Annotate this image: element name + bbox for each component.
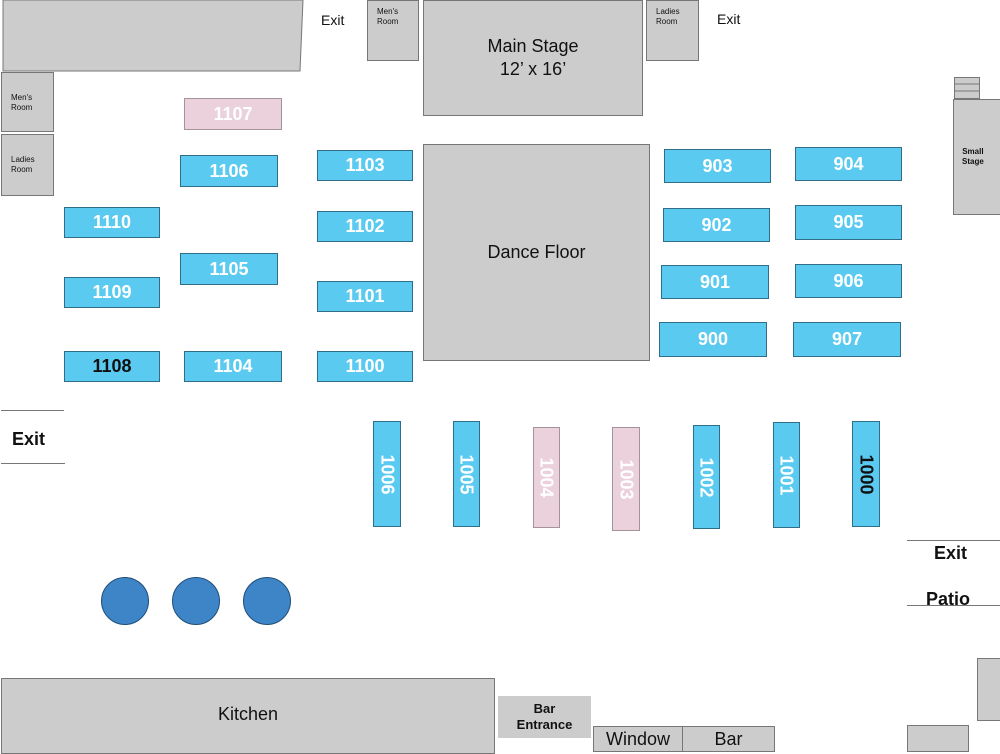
table-1000-label: 1000 xyxy=(856,453,877,495)
round-table-2[interactable] xyxy=(172,577,220,625)
top-left-block xyxy=(2,0,304,72)
table-907-label: 907 xyxy=(831,329,863,349)
table-1108[interactable]: 1108 xyxy=(64,351,160,382)
main-stage-label: Main Stage xyxy=(487,36,579,56)
main-stage-size-label: 12’ x 16’ xyxy=(499,59,567,79)
table-901-label: 901 xyxy=(699,271,731,292)
table-1001[interactable]: 1001 xyxy=(773,422,800,528)
kitchen: Kitchen xyxy=(1,678,495,754)
round-table-3[interactable] xyxy=(243,577,291,625)
table-903-label: 903 xyxy=(702,155,733,176)
round-table-1[interactable] xyxy=(101,577,149,625)
table-1101-label: 1101 xyxy=(345,286,385,306)
table-1102[interactable]: 1102 xyxy=(317,211,413,242)
table-1109-label: 1109 xyxy=(92,282,132,302)
table-1106-label: 1106 xyxy=(209,160,249,181)
table-905[interactable]: 905 xyxy=(795,205,902,240)
kitchen-label: Kitchen xyxy=(217,703,279,724)
table-1110-label: 1110 xyxy=(92,212,132,232)
table-906-label: 906 xyxy=(833,270,864,291)
table-907[interactable]: 907 xyxy=(793,322,901,357)
table-1104-label: 1104 xyxy=(213,356,253,376)
bar-entrance-label-1: Bar xyxy=(533,701,556,716)
ladies-room-top-label-2: Room xyxy=(656,17,678,26)
bottom-right-block xyxy=(907,725,969,752)
window-label: Window xyxy=(605,728,671,749)
mens-room-left-label-2: Room xyxy=(11,103,33,112)
table-902-label: 902 xyxy=(701,214,732,235)
exit-top-right-label: Exit xyxy=(717,11,741,27)
table-906[interactable]: 906 xyxy=(795,264,902,298)
table-1110[interactable]: 1110 xyxy=(64,207,160,238)
mens-room-left-label-1: Men's xyxy=(11,93,33,102)
stairs-icon xyxy=(954,77,980,99)
table-1000[interactable]: 1000 xyxy=(852,421,880,527)
table-1004[interactable]: 1004 xyxy=(533,427,560,528)
table-1002-label: 1002 xyxy=(697,456,718,498)
table-1002[interactable]: 1002 xyxy=(693,425,720,529)
table-1104[interactable]: 1104 xyxy=(184,351,282,382)
bar-label: Bar xyxy=(714,728,743,749)
mens-room-top-label-1: Men's xyxy=(377,7,399,16)
table-1108-label: 1108 xyxy=(92,356,132,376)
table-1001-label: 1001 xyxy=(777,454,798,496)
table-1106[interactable]: 1106 xyxy=(180,155,278,187)
table-900-label: 900 xyxy=(697,329,729,349)
table-1109[interactable]: 1109 xyxy=(64,277,160,308)
exit-top-left-label: Exit xyxy=(321,12,345,28)
small-stage-steps xyxy=(954,77,980,99)
table-1102-label: 1102 xyxy=(345,216,385,236)
exit-left-label: Exit xyxy=(12,429,46,449)
main-stage: Main Stage 12’ x 16’ xyxy=(423,0,643,116)
patio-label: Patio xyxy=(926,589,971,609)
exit-left-line-bottom xyxy=(1,463,65,464)
table-1006[interactable]: 1006 xyxy=(373,421,401,527)
exit-left-line-top xyxy=(1,410,64,411)
table-1006-label: 1006 xyxy=(377,453,398,495)
small-stage-label-1: Small xyxy=(962,147,984,156)
table-900[interactable]: 900 xyxy=(659,322,767,357)
table-1003[interactable]: 1003 xyxy=(612,427,640,531)
exit-right-label: Exit xyxy=(934,543,968,563)
ladies-room-left-label-1: Ladies xyxy=(11,155,35,164)
right-edge-block xyxy=(977,658,1000,721)
bar-window: Window xyxy=(593,726,683,752)
table-901[interactable]: 901 xyxy=(661,265,769,299)
table-904[interactable]: 904 xyxy=(795,147,902,181)
table-904-label: 904 xyxy=(833,153,864,174)
table-1103-label: 1103 xyxy=(345,155,385,175)
table-1105[interactable]: 1105 xyxy=(180,253,278,285)
table-905-label: 905 xyxy=(833,212,864,232)
exit-right-line-top xyxy=(907,540,1000,541)
ladies-room-top-label-1: Ladies xyxy=(656,7,680,16)
table-1107-label: 1107 xyxy=(213,103,253,124)
table-1103[interactable]: 1103 xyxy=(317,150,413,181)
ladies-room-left-label-2: Room xyxy=(11,165,33,174)
table-1003-label: 1003 xyxy=(616,458,637,500)
table-1004-label: 1004 xyxy=(537,457,558,498)
table-1105-label: 1105 xyxy=(209,258,249,279)
patio-line xyxy=(907,605,1000,606)
mens-room-top-label-2: Room xyxy=(377,17,399,26)
dance-floor-label: Dance Floor xyxy=(487,242,586,262)
table-1100[interactable]: 1100 xyxy=(317,351,413,382)
table-1005[interactable]: 1005 xyxy=(453,421,480,527)
table-1101[interactable]: 1101 xyxy=(317,281,413,312)
table-1005-label: 1005 xyxy=(457,453,478,495)
table-903[interactable]: 903 xyxy=(664,149,771,183)
small-stage-label-2: Stage xyxy=(962,157,984,166)
table-1107[interactable]: 1107 xyxy=(184,98,282,130)
dance-floor: Dance Floor xyxy=(423,144,650,361)
table-902[interactable]: 902 xyxy=(663,208,770,242)
bar: Bar xyxy=(682,726,775,752)
top-left-block-shape xyxy=(2,0,304,72)
table-1100-label: 1100 xyxy=(345,356,385,376)
bar-entrance-label-2: Entrance xyxy=(516,717,573,732)
